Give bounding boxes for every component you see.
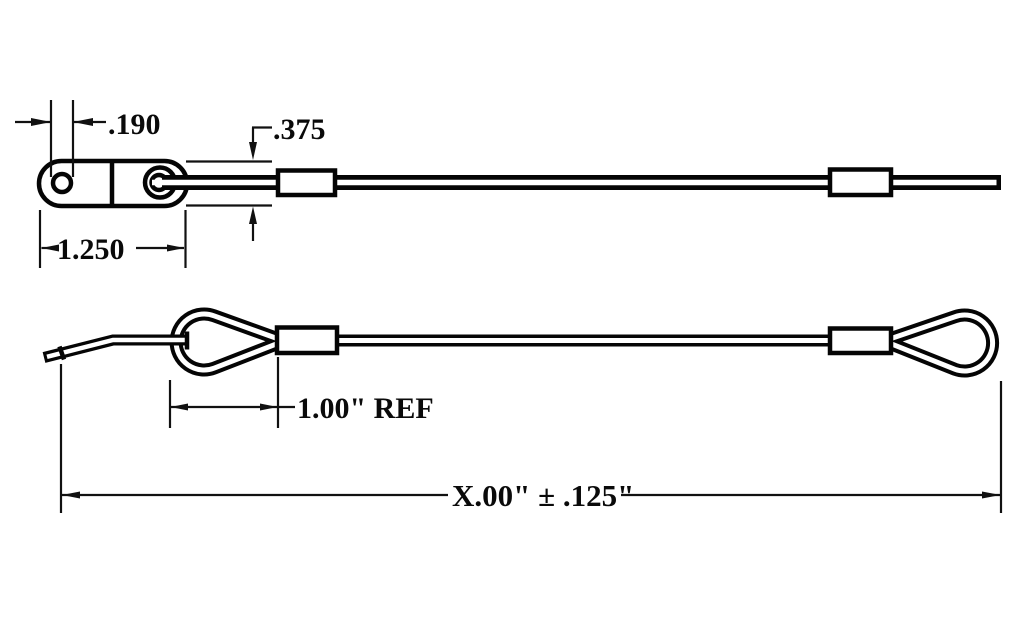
loop-right-core bbox=[876, 312, 996, 374]
arrowhead-left bbox=[73, 118, 93, 126]
arrowhead-right bbox=[31, 118, 51, 126]
dimension-loop-length: 1.00" REF bbox=[168, 357, 434, 428]
pigtail-wire-core bbox=[46, 337, 185, 359]
dimension-label-hole-diameter: .190 bbox=[108, 108, 161, 141]
ferrule-bottom-left bbox=[274, 325, 340, 356]
dimension-tab-length: 1.250 bbox=[38, 210, 187, 268]
tab-end-detail-view bbox=[36, 158, 1001, 209]
arrowhead-right bbox=[982, 491, 1001, 499]
ferrule-top-right bbox=[827, 167, 894, 198]
pigtail-wire bbox=[42, 334, 187, 363]
dimension-label-tab-width: .375 bbox=[273, 113, 326, 146]
dimension-label-overall-length: X.00" ± .125" bbox=[452, 478, 634, 513]
dimension-overall-length: X.00" ± .125" bbox=[59, 364, 1003, 513]
ferrule-top-left bbox=[275, 168, 338, 198]
dimension-hole-diameter: .190 bbox=[15, 100, 161, 177]
dimension-tab-width: .375 bbox=[186, 113, 326, 241]
arrowhead-up bbox=[249, 206, 257, 224]
ferrule-bottom-right bbox=[827, 326, 894, 356]
pigtail-tip-tick bbox=[57, 345, 67, 361]
dimension-label-loop-length: 1.00" REF bbox=[297, 392, 434, 425]
dimension-label-tab-length: 1.250 bbox=[57, 233, 125, 266]
arrowhead-right bbox=[260, 403, 278, 411]
arrowhead-right bbox=[167, 244, 185, 252]
arrowhead-left bbox=[62, 491, 80, 499]
loop-assembly-view bbox=[42, 307, 1000, 378]
tab-mounting-hole bbox=[50, 171, 74, 195]
arrowhead-down bbox=[249, 142, 257, 160]
arrowhead-left bbox=[170, 403, 188, 411]
